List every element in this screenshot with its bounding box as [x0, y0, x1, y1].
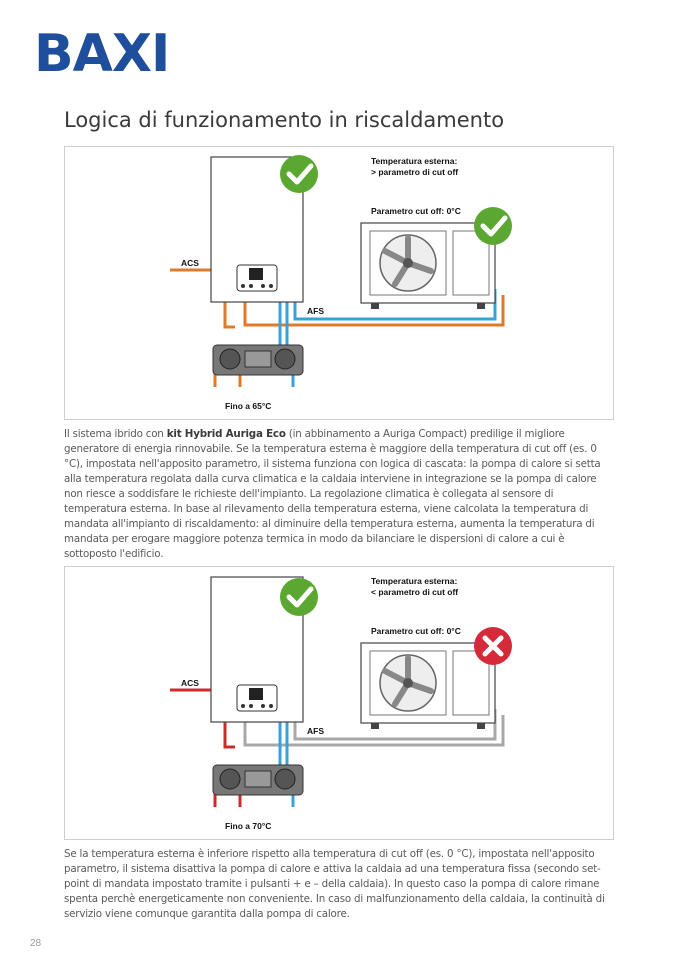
brand-logo: BAXI: [34, 24, 170, 84]
flow-label-2: Fino a 70°C: [225, 821, 271, 831]
paragraph-1-product: kit Hybrid Auriga Eco: [166, 428, 286, 440]
heat-pump-check-icon: [474, 207, 512, 245]
heat-pump-cross-icon: [474, 627, 512, 665]
hybrid-diagram-1: Temperatura esterna: > parametro di cut …: [170, 155, 512, 411]
acs-label-2: ACS: [181, 678, 199, 688]
temp-condition-2: < parametro di cut off: [371, 587, 458, 597]
page-title: Logica di funzionamento in riscaldamento: [64, 108, 505, 132]
afs-label-2: AFS: [307, 726, 324, 736]
cutoff-label-2: Parametro cut off: 0°C: [371, 626, 461, 636]
flow-label-1: Fino a 65°C: [225, 401, 271, 411]
temp-title-1: Temperatura esterna:: [371, 156, 457, 166]
temp-condition-1: > parametro di cut off: [371, 167, 458, 177]
hybrid-diagram-2: Temperatura esterna: < parametro di cut …: [170, 576, 512, 831]
boiler-check-icon: [280, 578, 318, 616]
boiler-check-icon: [280, 155, 318, 193]
paragraph-1-intro: Il sistema ibrido con: [64, 428, 167, 440]
paragraph-1-body: (in abbinamento a Auriga Compact) predil…: [64, 428, 601, 560]
temp-title-2: Temperatura esterna:: [371, 576, 457, 586]
paragraph-1: Il sistema ibrido con kit Hybrid Auriga …: [64, 427, 616, 562]
diagram-panel-1: Temperatura esterna: > parametro di cut …: [64, 146, 614, 420]
diagram-panel-2: Temperatura esterna: < parametro di cut …: [64, 566, 614, 840]
afs-label-1: AFS: [307, 306, 324, 316]
acs-label-1: ACS: [181, 258, 199, 268]
paragraph-2: Se la temperatura esterna è inferiore ri…: [64, 848, 605, 920]
cutoff-label-1: Parametro cut off: 0°C: [371, 206, 461, 216]
page-number: 28: [30, 938, 42, 949]
